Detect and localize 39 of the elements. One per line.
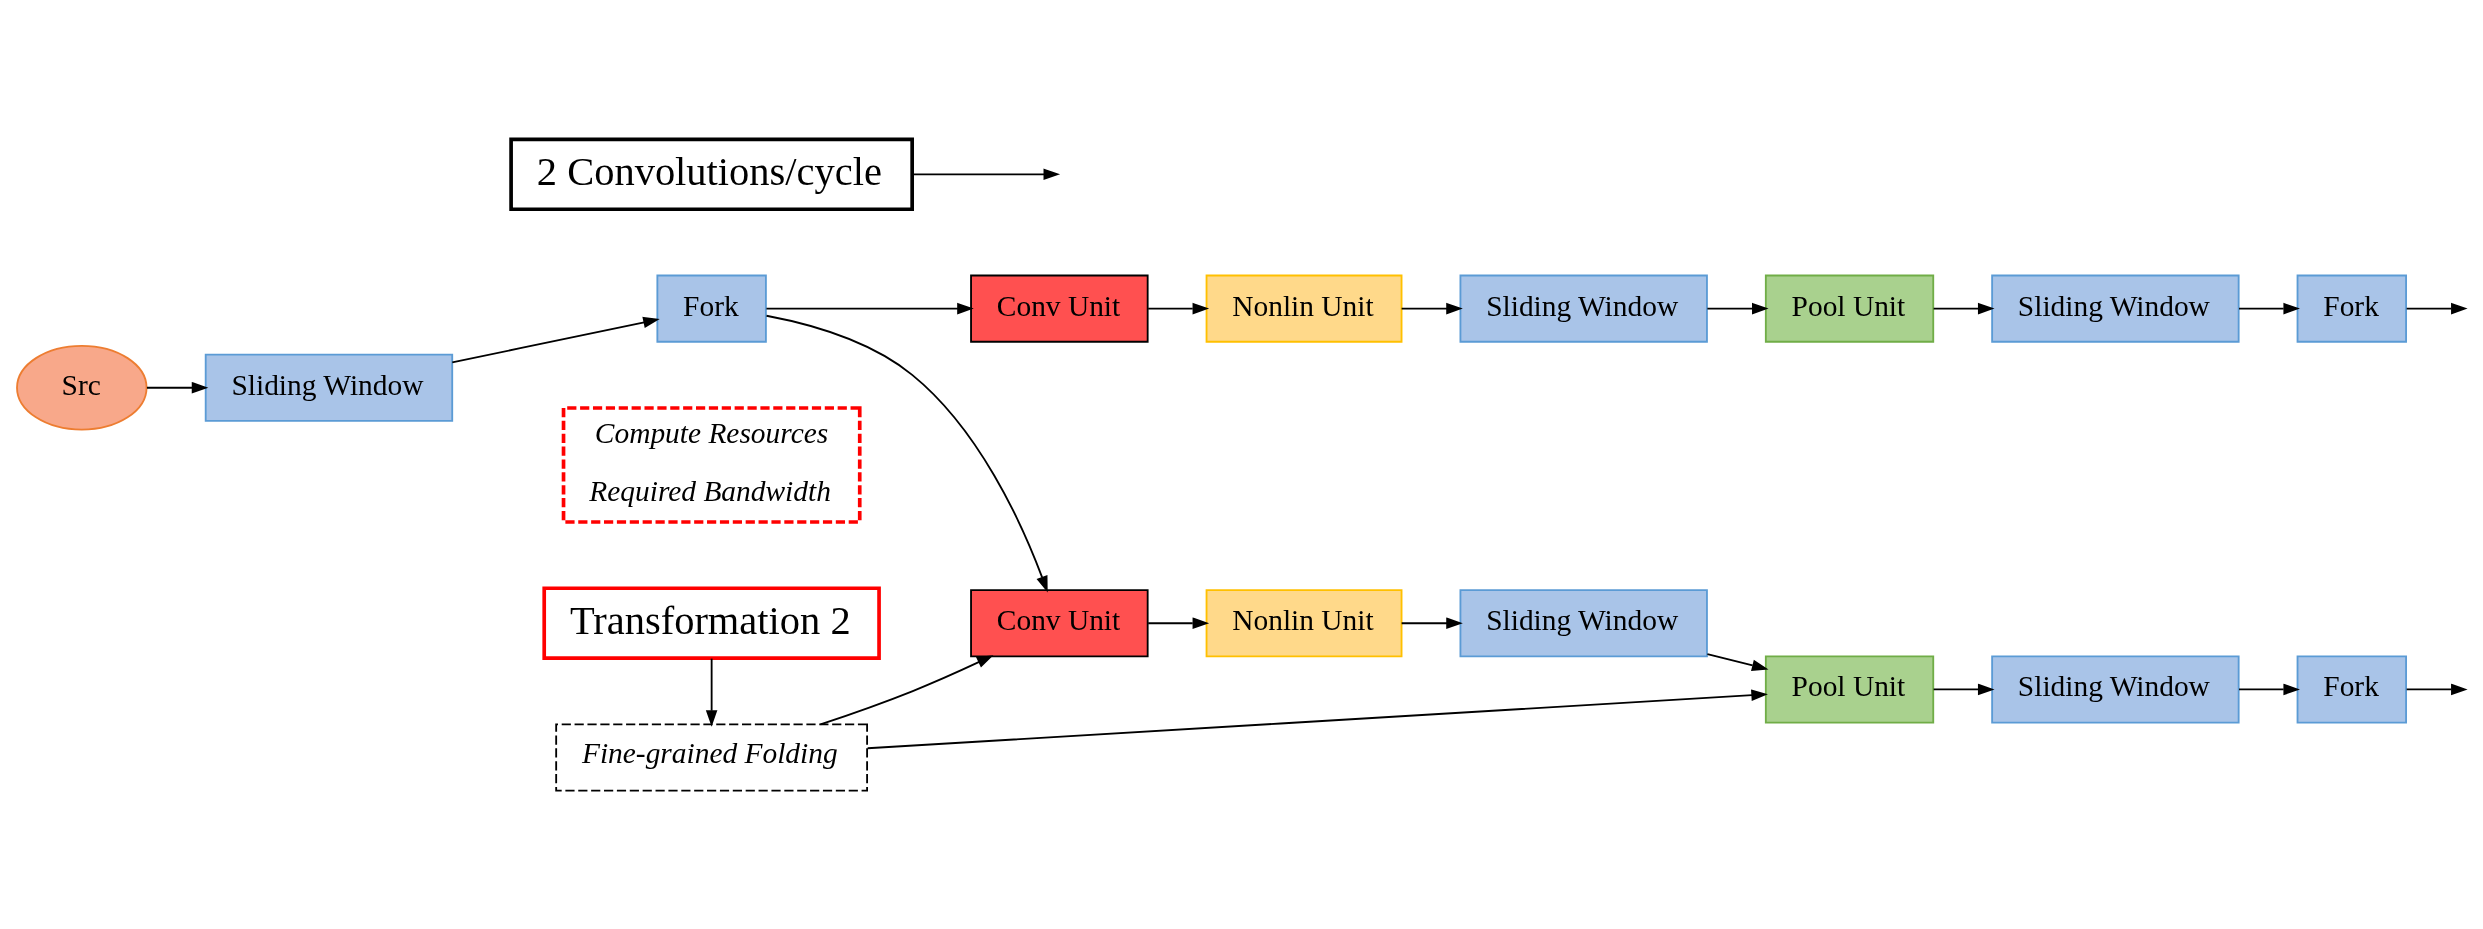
arrow [866, 688, 1768, 749]
arrow [765, 302, 974, 314]
node-box: Sliding Window [1459, 274, 1708, 343]
node-ellipse: Src [16, 344, 148, 431]
arrow [451, 316, 660, 363]
node-box: Nonlin Unit [1205, 274, 1403, 343]
node-box: Sliding Window [1991, 654, 2240, 723]
arrow [2405, 683, 2468, 695]
arrow [819, 654, 994, 725]
arrow [1400, 616, 1463, 629]
node-box: Sliding Window [1991, 274, 2240, 343]
node-box: Compute Resources Required Bandwidth [561, 405, 862, 524]
arrow [911, 168, 1061, 180]
node-box: Fine-grained Folding [555, 723, 868, 792]
arrow [1932, 683, 1995, 695]
arrow [765, 314, 1048, 593]
node-box: Conv Unit [970, 588, 1149, 657]
node-box: Sliding Window [204, 353, 454, 422]
arrow [1400, 302, 1463, 314]
node-box: Fork [656, 274, 767, 343]
node-box: 2 Convolutions/cycle [509, 137, 914, 211]
arrow [1706, 652, 1769, 671]
arrow [146, 381, 209, 394]
node-box: Pool Unit [1764, 654, 1935, 723]
arrow [705, 657, 718, 727]
node-box: Pool Unit [1764, 274, 1935, 343]
arrow [1147, 302, 1210, 314]
node-box: Fork [2296, 274, 2407, 343]
arrow [1706, 302, 1769, 314]
node-box: Sliding Window [1459, 588, 1708, 657]
arrow [1932, 302, 1995, 314]
node-box: Nonlin Unit [1205, 588, 1403, 657]
node-box: Conv Unit [970, 274, 1149, 343]
node-box: Fork [2296, 654, 2407, 723]
node-box: Transformation 2 [542, 585, 881, 660]
arrow [2405, 302, 2468, 314]
arrow [2238, 302, 2300, 314]
arrow [1147, 616, 1210, 629]
arrow [2238, 683, 2300, 695]
